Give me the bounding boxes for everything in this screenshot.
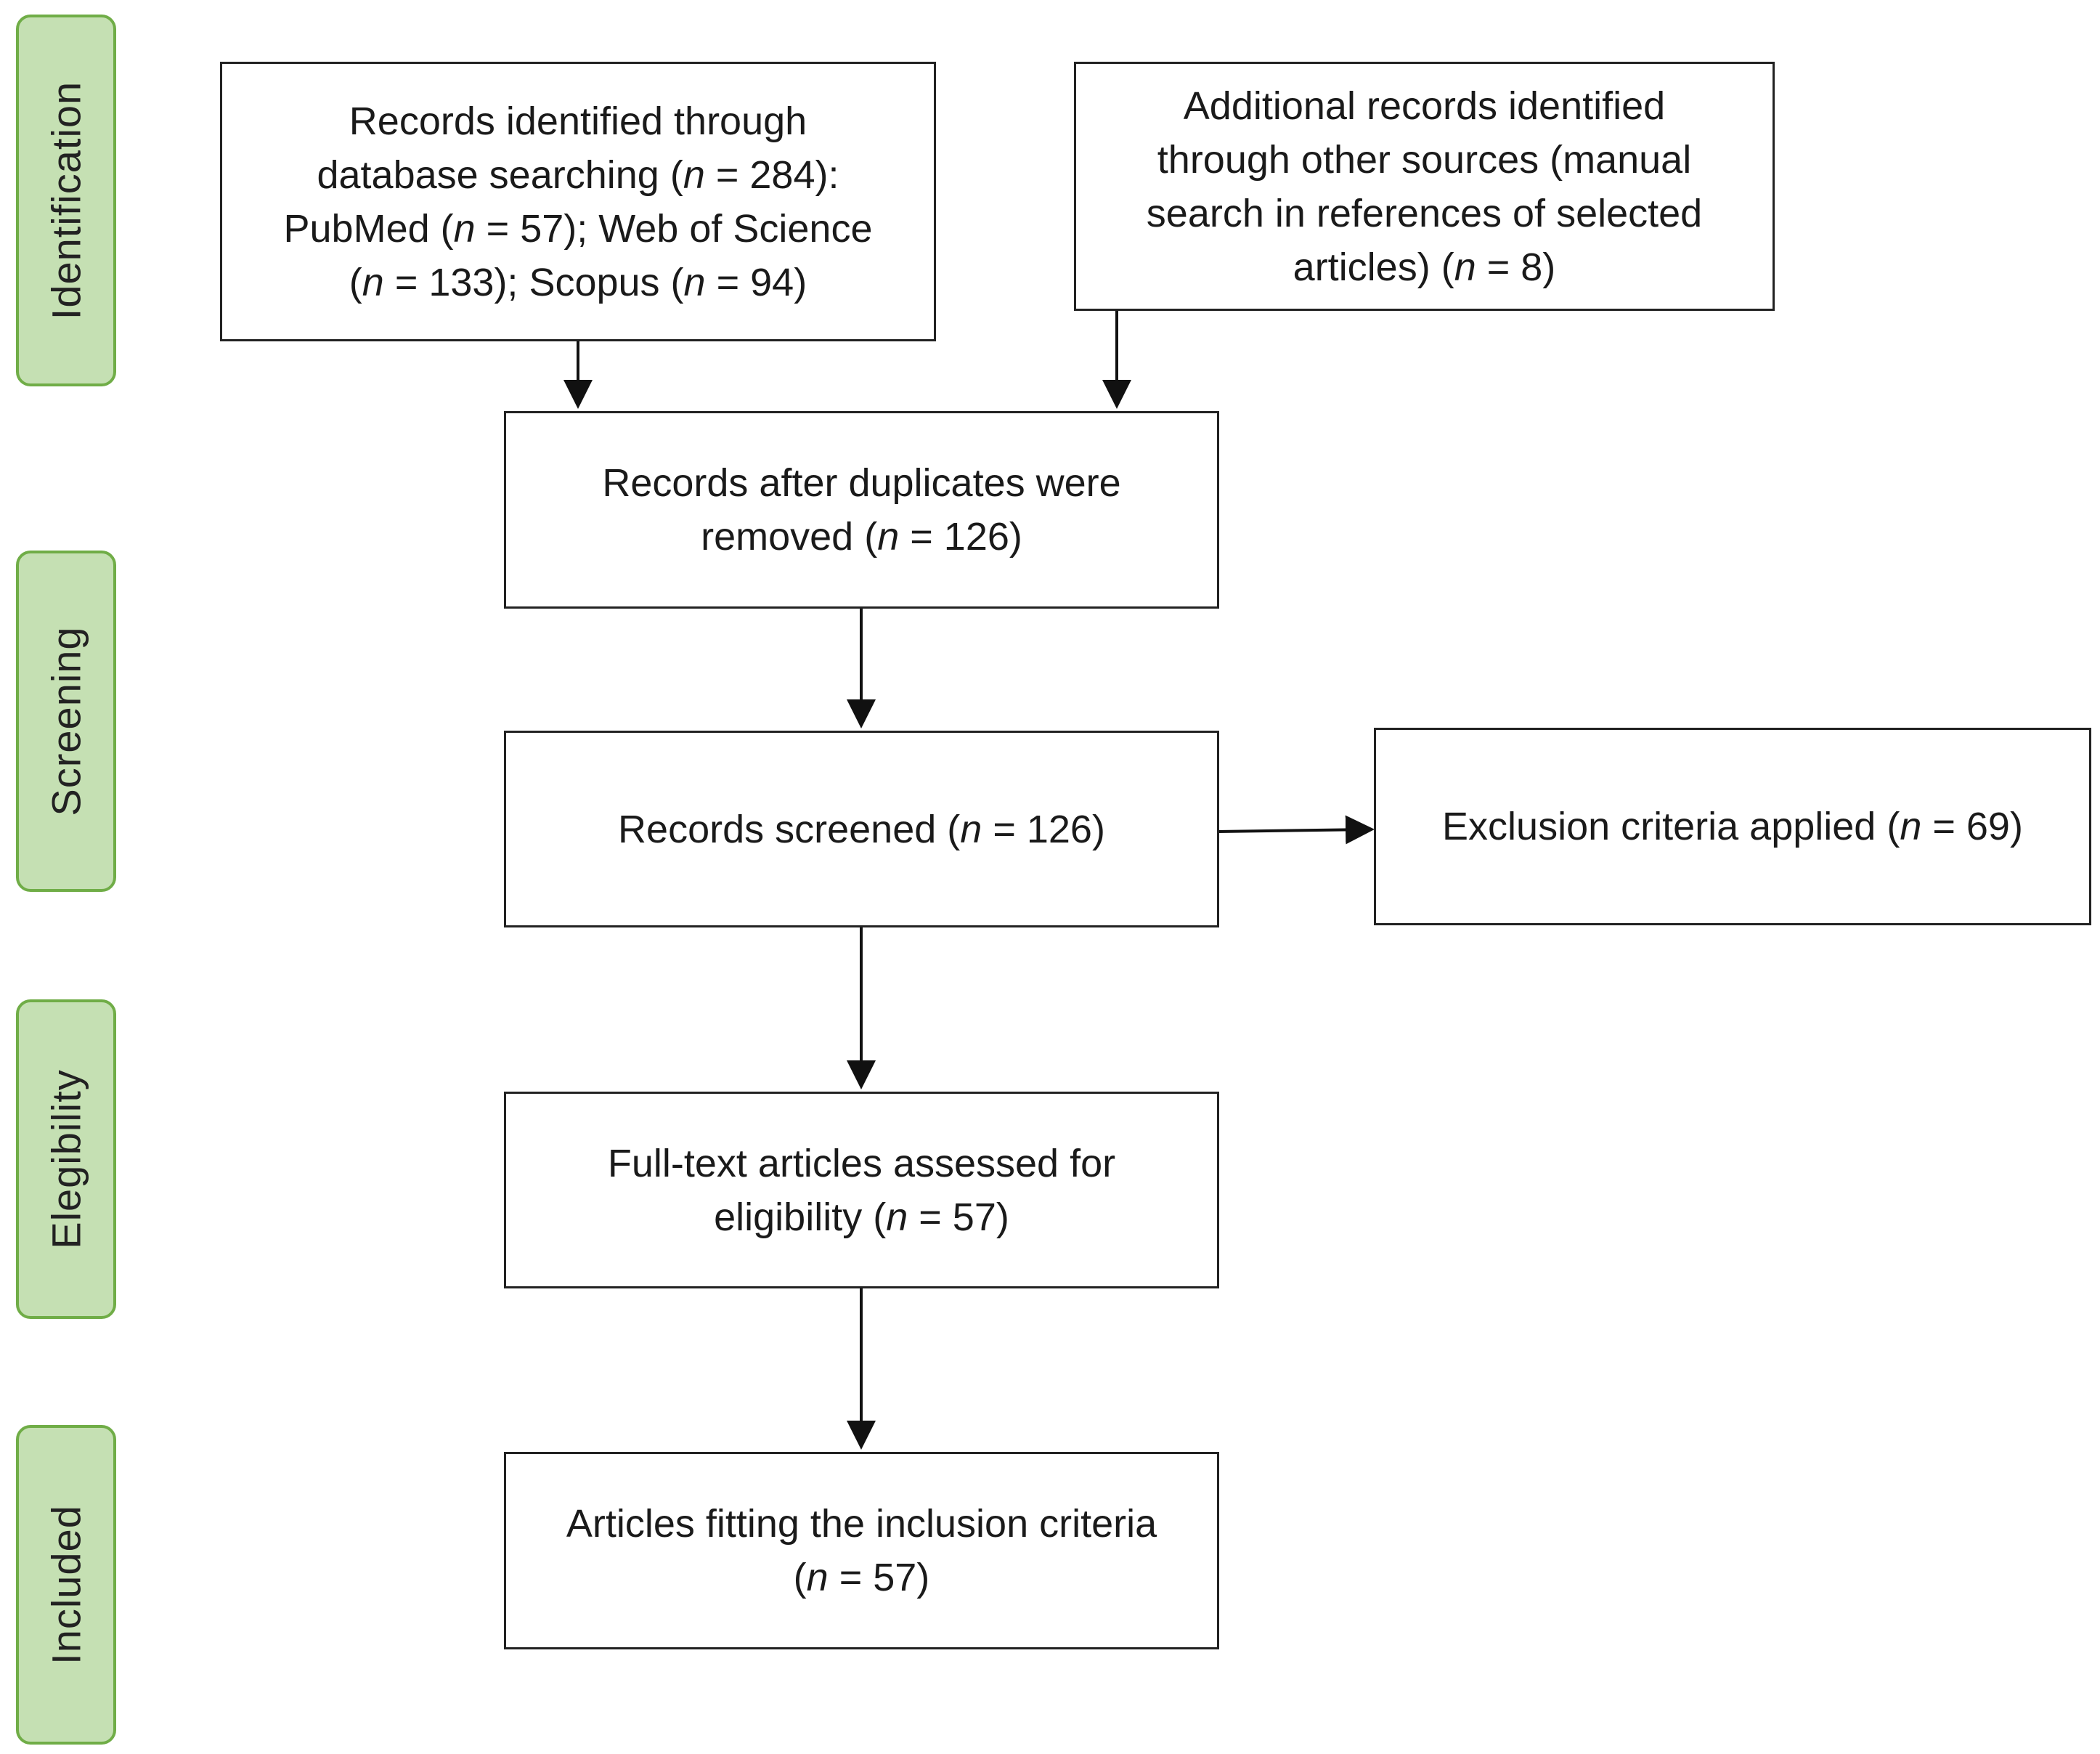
box-records-screened: Records screened (n = 126) xyxy=(504,731,1219,927)
stage-screening: Screening xyxy=(16,551,116,892)
other-sources-line3: search in references of selected xyxy=(1146,191,1703,235)
database-search-line4: (n = 133); Scopus (n = 94) xyxy=(349,260,807,304)
database-search-line2: database searching (n = 284): xyxy=(317,153,839,197)
included-line2: (n = 57) xyxy=(793,1556,930,1599)
stage-eligibility: Elegibility xyxy=(16,999,116,1319)
duplicates-removed-line2: removed (n = 126) xyxy=(701,515,1022,559)
eligibility-line2: eligibility (n = 57) xyxy=(714,1195,1009,1239)
box-duplicates-removed: Records after duplicates were removed (n… xyxy=(504,411,1219,609)
stage-identification: Identification xyxy=(16,15,116,386)
database-search-line3: PubMed (n = 57); Web of Science xyxy=(283,206,873,251)
stage-included: Included xyxy=(16,1425,116,1745)
box-database-search: Records identified through database sear… xyxy=(220,62,936,341)
box-full-text-eligibility: Full-text articles assessed for eligibil… xyxy=(504,1092,1219,1288)
other-sources-line4: articles) (n = 8) xyxy=(1293,245,1556,289)
included-line1: Articles fitting the inclusion criteria xyxy=(566,1502,1157,1546)
duplicates-removed-line1: Records after duplicates were xyxy=(602,461,1121,505)
box-included-articles: Articles fitting the inclusion criteria … xyxy=(504,1452,1219,1649)
database-search-line1: Records identified through xyxy=(349,99,807,143)
records-screened-line1: Records screened (n = 126) xyxy=(618,807,1105,851)
eligibility-line1: Full-text articles assessed for xyxy=(607,1141,1116,1185)
box-other-sources: Additional records identified through ot… xyxy=(1074,62,1775,311)
other-sources-line1: Additional records identified xyxy=(1183,84,1666,128)
other-sources-line2: through other sources (manual xyxy=(1157,137,1692,182)
arrow-screened-to-excluded xyxy=(1217,815,1375,845)
box-exclusion-applied: Exclusion criteria applied (n = 69) xyxy=(1374,728,2091,925)
exclusion-applied-line1: Exclusion criteria applied (n = 69) xyxy=(1442,805,2023,848)
